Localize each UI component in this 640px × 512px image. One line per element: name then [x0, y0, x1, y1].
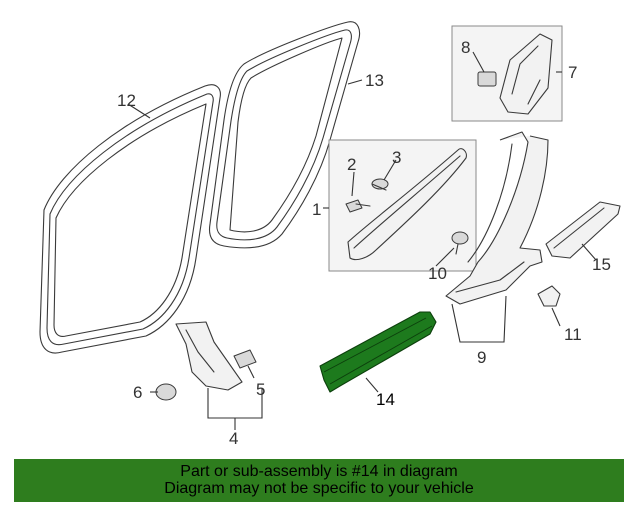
leader-lines — [127, 51, 597, 430]
part-12-front-door-weatherstrip[interactable] — [39, 84, 221, 354]
callout-14: 14 — [376, 390, 395, 409]
part-9-pillar-trim[interactable] — [445, 131, 549, 305]
banner-line-2: Diagram may not be specific to your vehi… — [164, 480, 474, 497]
callout-8: 8 — [461, 38, 470, 57]
part-13-rear-door-weatherstrip[interactable] — [208, 21, 361, 249]
part-info-banner: Part or sub-assembly is #14 in diagram D… — [14, 459, 624, 502]
callout-12: 12 — [117, 91, 136, 110]
callout-15: 15 — [592, 255, 611, 274]
part-7-trim[interactable] — [499, 33, 553, 115]
part-14-highlighted[interactable] — [319, 311, 437, 393]
part-5-clip[interactable] — [233, 349, 257, 369]
part-4-trim[interactable] — [175, 321, 243, 391]
part-3-clip[interactable] — [371, 178, 389, 191]
callout-3: 3 — [392, 148, 401, 167]
callout-9: 9 — [477, 348, 486, 367]
part-15-scuff-plate[interactable] — [545, 201, 621, 259]
part-10-clip[interactable] — [451, 231, 469, 255]
callout-11: 11 — [564, 325, 582, 344]
callout-13: 13 — [365, 71, 384, 90]
part-2-clip[interactable] — [345, 199, 371, 213]
part-1-trim[interactable] — [347, 148, 467, 261]
callout-10: 10 — [428, 264, 447, 283]
callout-2: 2 — [347, 155, 356, 174]
part-8-clip[interactable] — [477, 71, 497, 87]
callout-7: 7 — [568, 63, 577, 82]
callout-4: 4 — [229, 429, 238, 448]
banner-line-1: Part or sub-assembly is #14 in diagram — [180, 463, 458, 480]
part-6-grommet[interactable] — [155, 383, 177, 401]
callout-1: 1 — [312, 200, 321, 219]
callout-5: 5 — [256, 380, 265, 399]
part-11-cap[interactable] — [537, 285, 561, 307]
callout-6: 6 — [133, 383, 142, 402]
